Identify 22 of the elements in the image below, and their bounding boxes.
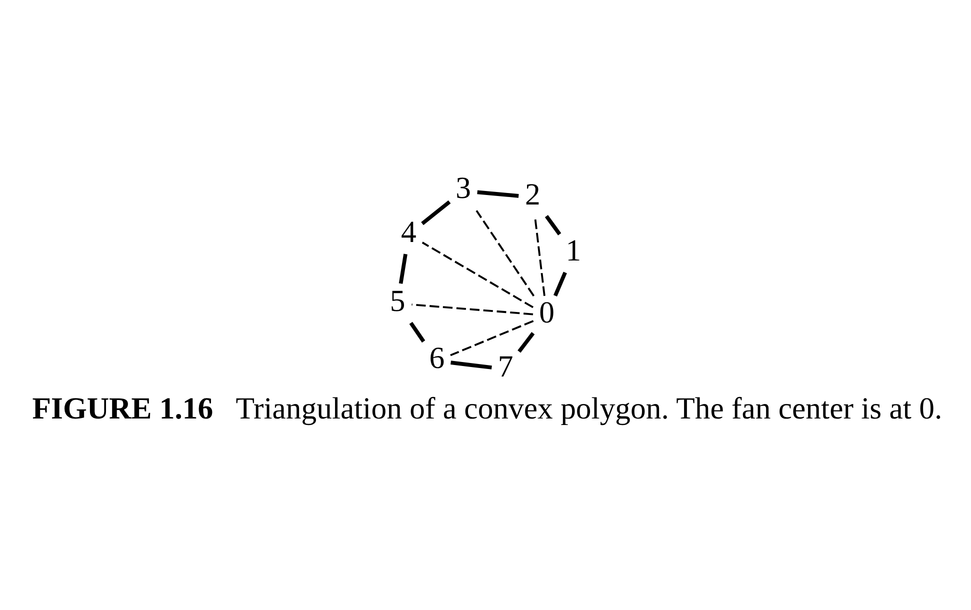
node-text: 0: [539, 296, 554, 330]
node-text: 3: [456, 171, 471, 206]
connector: [553, 272, 567, 296]
connector: [421, 200, 451, 226]
node-text: 6: [429, 341, 445, 376]
connector: [422, 242, 534, 308]
node-text: 7: [498, 349, 514, 384]
connector: [412, 304, 534, 316]
caption: FIGURE 1.16 Triangulation of a convex polygon. The fan center is at 0.: [32, 392, 942, 426]
node-text: 1: [566, 233, 582, 268]
connector: [409, 322, 426, 343]
connector: [544, 215, 562, 236]
connector: [518, 332, 535, 353]
connector: [450, 360, 492, 370]
node-text: 2: [524, 178, 540, 212]
connector: [450, 320, 534, 356]
node-text: 4: [401, 214, 416, 249]
node-text: 5: [390, 284, 406, 318]
connector: [477, 190, 519, 198]
connector: [476, 210, 535, 296]
connector: [398, 254, 408, 284]
connector: [534, 217, 546, 296]
